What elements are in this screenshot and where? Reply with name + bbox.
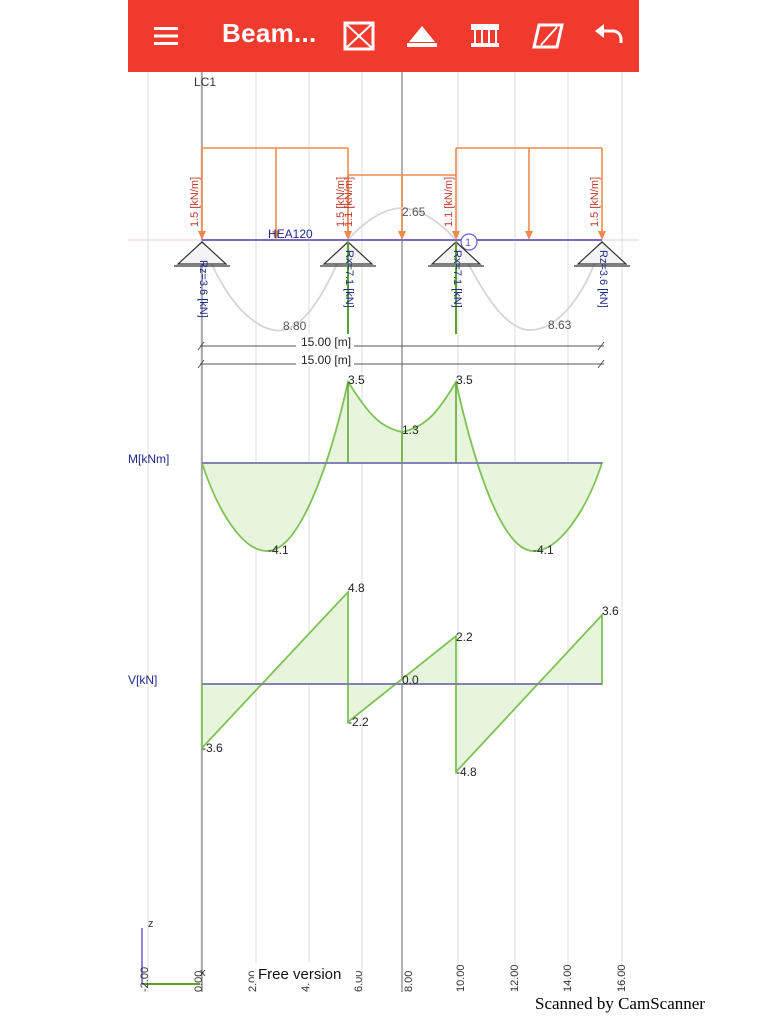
deflected-shape (201, 207, 603, 332)
distributed-loads[interactable] (201, 147, 603, 236)
shear-label-left-peak: 4.8 (348, 581, 365, 595)
app-title: Beam... (222, 18, 317, 48)
support-left[interactable] (174, 241, 230, 267)
load-arrowheads (198, 231, 606, 240)
load-label-2: 1.5 [kN/m] (335, 177, 347, 227)
reaction-label-1: Rz=3.6 [kN] (197, 260, 209, 318)
scanner-watermark: Scanned by CamScanner (535, 994, 705, 1013)
shear-diagram[interactable] (201, 589, 603, 775)
distributed-load-icon[interactable] (461, 12, 509, 60)
ruler-tick-7: 10.00 (455, 964, 467, 992)
moment-label-span-left: -4.1 (268, 543, 289, 557)
beam-canvas[interactable]: LC1 (128, 72, 639, 1024)
ruler-tick-1: -2.00 (139, 967, 151, 992)
dim-bg-2 (296, 352, 354, 366)
dim-bg-1 (296, 334, 354, 348)
ruler-tick-8: 12.00 (509, 964, 521, 992)
axis-gizmo (141, 928, 200, 985)
shear-label-left-after: -2.2 (348, 715, 369, 729)
free-version-bg (254, 963, 356, 983)
section-label: HEA120 (268, 227, 313, 241)
moment-label-span-right: -4.1 (533, 543, 554, 557)
load-label-1: 1.5 [kN/m] (189, 177, 201, 227)
load-label-5: 1.5 [kN/m] (589, 177, 601, 227)
shear-label-right-after: -4.8 (456, 765, 477, 779)
node-marker[interactable] (460, 233, 478, 251)
moment-label-left-support: 3.5 (348, 373, 365, 387)
dimension-label-1: 15.00 [m] (301, 335, 351, 349)
ruler-tick-6: 8.00 (403, 971, 415, 992)
node-label: 1 (465, 237, 471, 249)
reaction-label-4: Rz=3.6 [kN] (597, 250, 609, 308)
deflection-label-right: 8.63 (548, 318, 572, 332)
dimension-label-2: 15.00 [m] (301, 353, 351, 367)
shear-label-start: -3.6 (202, 741, 223, 755)
reaction-label-2: Rx=7.1 [kN] (343, 250, 355, 308)
shear-label-mid: 0.0 (402, 673, 419, 687)
deflection-label-mid: 2.65 (402, 205, 426, 219)
moment-label-right-support: 3.5 (456, 373, 473, 387)
free-version-label: Free version (258, 966, 341, 983)
shear-label-end: 3.6 (602, 604, 619, 618)
axis-z-label: z (148, 918, 154, 930)
frame-icon[interactable] (335, 12, 383, 60)
deflection-label-left: 8.80 (283, 319, 307, 333)
shear-label-right-peak: 2.2 (456, 630, 473, 644)
moment-diagram[interactable] (200, 379, 604, 552)
menu-icon[interactable] (142, 12, 190, 60)
load-case-label: LC1 (194, 75, 216, 89)
load-shape-icon[interactable] (524, 12, 572, 60)
moment-label-mid: 1.3 (402, 423, 419, 437)
shear-axis-label: V[kN] (128, 673, 157, 687)
reaction-label-3: Rx=7.1 [kN] (451, 250, 463, 308)
app-screen: Beam... (128, 0, 639, 1024)
axis-x-label: x (200, 967, 206, 979)
ruler-tick-9: 14.00 (562, 964, 574, 992)
support-right[interactable] (574, 241, 630, 267)
ruler-tick-2: 0.00 (193, 971, 205, 992)
load-label-3: 1.1 [kN/m] (343, 177, 355, 227)
app-toolbar: Beam... (128, 0, 639, 72)
support-icon[interactable] (398, 12, 446, 60)
dimension-lines (197, 341, 605, 369)
ruler-tick-10: 16.00 (616, 964, 628, 992)
undo-icon[interactable] (585, 12, 633, 60)
moment-axis-label: M[kNm] (128, 452, 169, 466)
load-label-4: 1.1 [kN/m] (443, 177, 455, 227)
